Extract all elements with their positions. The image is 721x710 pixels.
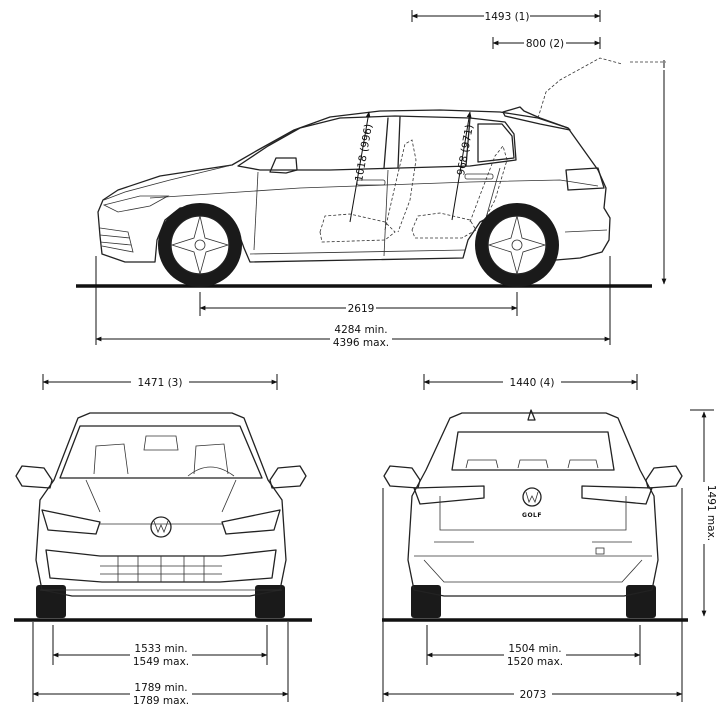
taillight-left bbox=[413, 485, 485, 505]
front-seat-left bbox=[93, 443, 129, 475]
rear-bumper-line bbox=[564, 229, 608, 233]
front-headroom-line bbox=[349, 111, 371, 223]
hood-crease-l bbox=[85, 479, 101, 513]
rear-seat-outline bbox=[411, 212, 477, 239]
rear-door-handle bbox=[464, 173, 494, 180]
hood-crease-r bbox=[221, 479, 237, 513]
side-windows-frame bbox=[237, 115, 517, 171]
front-seat-back bbox=[384, 139, 417, 233]
center-door-line bbox=[383, 169, 389, 257]
b-pillar-2 bbox=[397, 116, 401, 169]
headlight-left bbox=[41, 509, 101, 535]
dim-1520-label: 1520 max. bbox=[507, 656, 563, 668]
lower-grille bbox=[45, 549, 277, 583]
headlight-right bbox=[221, 509, 281, 535]
rear-mirror-right bbox=[645, 465, 683, 489]
front-wheel bbox=[158, 203, 242, 287]
lower-grille-grid bbox=[100, 556, 222, 582]
b-pillar bbox=[383, 117, 389, 169]
dim-1533-label: 1533 min. bbox=[134, 643, 187, 655]
front-bumper-grill-3 bbox=[99, 241, 132, 246]
front-door-line bbox=[253, 171, 259, 251]
tailgate-outline bbox=[439, 496, 627, 531]
front-seat-right bbox=[193, 443, 229, 475]
front-seat-outline bbox=[319, 213, 396, 243]
roof-spoiler bbox=[502, 106, 571, 131]
rear-headrests bbox=[465, 459, 599, 469]
rear-quarter-window bbox=[477, 123, 515, 163]
side-view: 1493 (1) 800 (2) 1018 (996) 968 (971) 26… bbox=[76, 9, 667, 349]
roof-antenna bbox=[527, 409, 536, 421]
side-mirror bbox=[269, 157, 298, 174]
rear-right-tire bbox=[626, 585, 656, 618]
front-mirror-right bbox=[269, 465, 307, 489]
rear-mirror-left bbox=[383, 465, 421, 489]
rear-headroom-line bbox=[451, 111, 472, 221]
taillight-right bbox=[581, 485, 653, 505]
steering-wheel bbox=[187, 466, 235, 477]
rocker-line bbox=[249, 249, 466, 255]
dim-968-label: 968 (971) bbox=[455, 124, 476, 177]
dim-2073-label: 2073 bbox=[520, 689, 547, 701]
c-pillar bbox=[465, 117, 471, 167]
open-tailgate-outline bbox=[537, 57, 623, 119]
dim-800-label: 800 (2) bbox=[526, 38, 564, 50]
dim-1789a-label: 1789 min. bbox=[134, 682, 187, 694]
dim-1549-label: 1549 max. bbox=[133, 656, 189, 668]
dim-1018-label: 1018 (996) bbox=[353, 123, 375, 182]
windshield bbox=[59, 425, 263, 479]
dim-2619-label: 2619 bbox=[348, 303, 375, 315]
taillight bbox=[565, 167, 605, 191]
dim-1491-label: 1491 max. bbox=[705, 485, 717, 541]
dim-1440-label: 1440 (4) bbox=[510, 377, 555, 389]
dim-1493-label: 1493 (1) bbox=[485, 11, 530, 23]
front-mirror-left bbox=[15, 465, 53, 489]
front-vw-logo-mark bbox=[153, 520, 169, 534]
hood-line bbox=[103, 164, 233, 201]
dim-1789b-label: 1789 max. bbox=[133, 695, 189, 707]
rear-vw-logo bbox=[522, 487, 542, 507]
interior-mirror bbox=[143, 435, 179, 451]
rear-body-outline bbox=[407, 412, 659, 597]
dim-1471-label: 1471 (3) bbox=[138, 377, 183, 389]
rear-model-badge: GOLF bbox=[522, 512, 542, 519]
dim-4284-label: 4284 min. bbox=[334, 324, 387, 336]
rear-vw-logo-mark bbox=[525, 491, 539, 504]
rear-wheel bbox=[475, 203, 559, 287]
plate-light bbox=[595, 547, 605, 555]
front-bumper-grill-2 bbox=[99, 234, 131, 239]
rear-window bbox=[451, 431, 615, 471]
front-view: 1471 (3) 1533 min. 1549 max. 1789 min. 1… bbox=[14, 374, 312, 708]
side-character-line bbox=[149, 179, 599, 199]
rear-bumper bbox=[414, 555, 652, 583]
front-vw-logo bbox=[150, 516, 172, 538]
rear-view: GOLF 1440 (4) 1491 max. 1504 min. 1520 m… bbox=[382, 374, 717, 702]
dim-4396-label: 4396 max. bbox=[333, 337, 389, 349]
front-bumper-grill bbox=[99, 227, 134, 253]
dim-1504-label: 1504 min. bbox=[508, 643, 561, 655]
headlight bbox=[102, 195, 170, 213]
